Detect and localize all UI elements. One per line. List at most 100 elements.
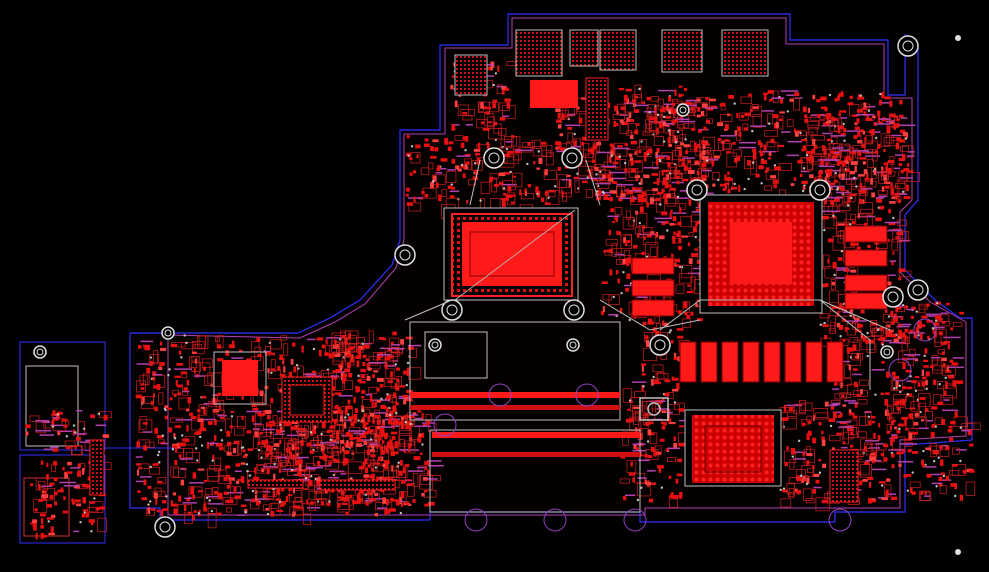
smd-pad (386, 354, 393, 359)
silk-outline (211, 372, 223, 388)
smd-pad (661, 188, 665, 193)
silk-outline (271, 502, 281, 516)
trace (852, 150, 870, 152)
smd-pad (626, 273, 631, 280)
smd-pad (200, 421, 204, 429)
smd-pad (644, 422, 651, 426)
smd-pad (834, 198, 840, 202)
smd-pad (32, 519, 38, 524)
smd-pad (890, 439, 893, 446)
trace (906, 308, 915, 311)
smd-pad (794, 131, 799, 137)
silk-outline (696, 97, 710, 109)
smd-pad (405, 336, 413, 340)
smd-pad (625, 257, 629, 263)
smd-pad (486, 111, 490, 115)
smd-pad (390, 341, 394, 346)
smd-pad (724, 182, 730, 185)
via (911, 471, 914, 474)
smd-pad (223, 491, 229, 495)
silk-outline (420, 167, 430, 176)
silk-outline (661, 151, 673, 164)
smd-pad (884, 309, 888, 313)
trace (387, 347, 405, 350)
trace (952, 357, 965, 359)
smd-pad (801, 422, 806, 427)
silk-outline (657, 98, 664, 110)
via (676, 130, 680, 134)
smd-pad (956, 380, 964, 385)
smd-pad (430, 181, 435, 189)
via (925, 387, 928, 391)
trace (307, 338, 316, 341)
smd-pad (588, 171, 592, 179)
smd-pad (333, 418, 337, 425)
smd-pad (242, 449, 246, 453)
smd-pad (402, 466, 406, 474)
silk-outline (499, 102, 510, 111)
smd-pad (154, 406, 158, 412)
smd-pad (49, 495, 54, 500)
trace (311, 444, 319, 447)
silk-outline (213, 409, 225, 422)
smd-pad (783, 404, 787, 412)
smd-pad (669, 212, 672, 219)
smd-pad (812, 94, 816, 100)
smd-pad (683, 166, 688, 171)
smd-pad (170, 344, 178, 347)
smd-pad (39, 513, 47, 517)
smd-pad (932, 450, 939, 455)
trace (415, 417, 422, 420)
silk-outline (171, 341, 186, 348)
smd-pad (203, 503, 207, 510)
smd-pad (820, 158, 824, 166)
vram-chip (805, 341, 823, 383)
smd-pad (892, 317, 896, 322)
trace (348, 430, 366, 432)
smd-pad (615, 216, 618, 223)
smd-pad (650, 432, 655, 436)
smd-pad (76, 503, 82, 507)
via (751, 161, 755, 164)
smd-pad (387, 509, 391, 514)
via (934, 319, 938, 322)
silk-outline (669, 498, 678, 508)
smd-pad (241, 394, 244, 400)
trace (43, 448, 54, 451)
silk-outline (772, 90, 779, 103)
smd-pad (137, 490, 141, 493)
smd-pad (941, 357, 947, 362)
via (554, 185, 557, 188)
silk-outline (408, 367, 422, 380)
smd-pad (904, 438, 912, 441)
smd-pad (280, 501, 287, 505)
smd-pad (270, 510, 275, 517)
smd-pad (190, 416, 197, 420)
smd-pad (178, 454, 182, 458)
smd-pad (672, 119, 679, 123)
smd-pad (898, 268, 906, 273)
smd-pad (361, 395, 365, 399)
via (492, 83, 495, 87)
smd-pad (847, 102, 854, 106)
smd-pad (389, 422, 396, 425)
smd-pad (226, 441, 232, 446)
silk-outline (642, 233, 657, 246)
smd-pad (316, 477, 320, 483)
smd-pad (664, 379, 671, 383)
smd-pad (391, 444, 394, 451)
smd-pad (190, 486, 195, 490)
trace (436, 167, 447, 170)
via (536, 192, 539, 196)
smd-pad (802, 185, 806, 190)
smd-pad (239, 349, 243, 352)
silk-outline (184, 512, 193, 525)
smd-pad (890, 438, 895, 443)
smd-pad (153, 393, 156, 398)
smd-pad (371, 445, 375, 449)
silk-outline (521, 193, 535, 200)
silk-outline (627, 123, 638, 133)
smd-pad (820, 96, 827, 101)
smd-pad (921, 381, 926, 387)
via (309, 431, 313, 434)
